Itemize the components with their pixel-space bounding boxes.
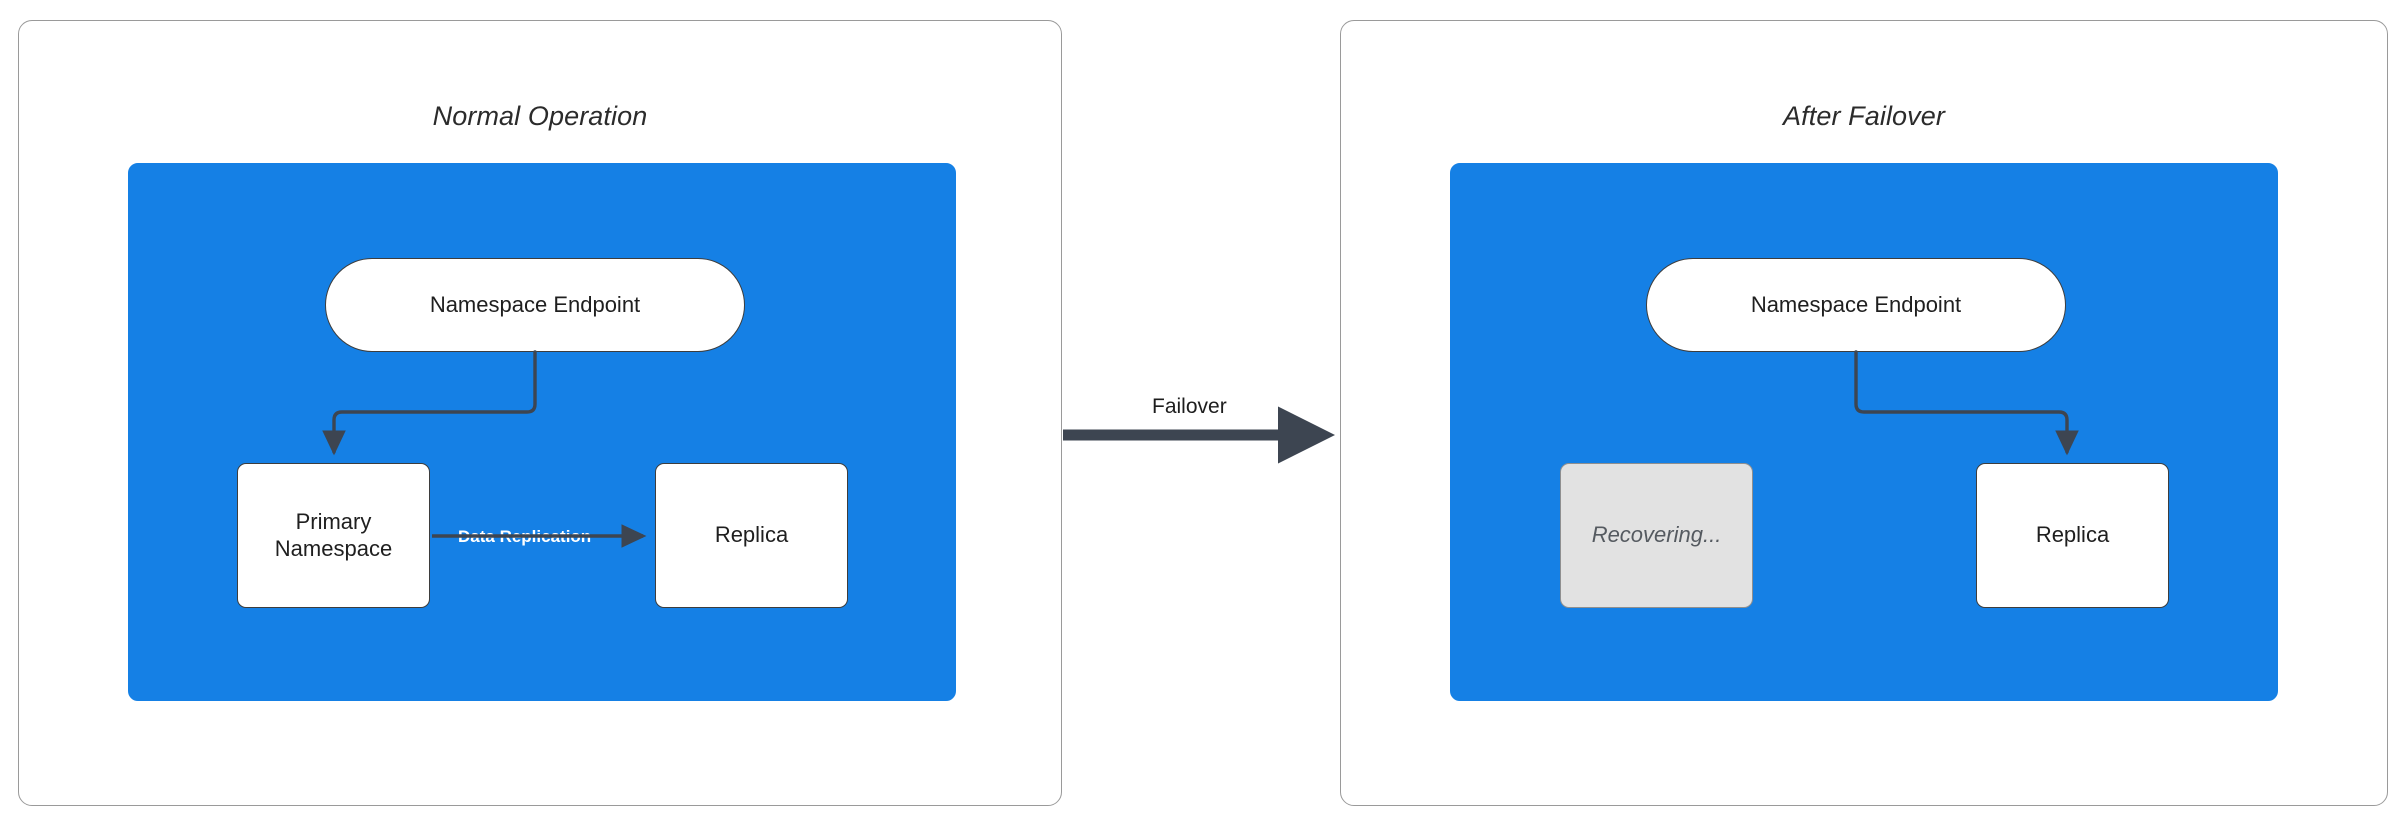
node-label: Recovering... <box>1591 522 1722 548</box>
node-replica-left[interactable]: Replica <box>655 463 848 608</box>
transition-label-failover: Failover <box>1152 395 1227 418</box>
node-label: Replica <box>714 522 789 548</box>
edge-label-data-replication: Data Replication <box>458 527 592 546</box>
node-label-line2: Namespace <box>274 535 393 561</box>
blue-region-after-failover <box>1450 163 2278 701</box>
node-label: Namespace Endpoint <box>1750 291 1962 317</box>
node-namespace-endpoint-right[interactable]: Namespace Endpoint <box>1646 258 2066 352</box>
node-replica-right[interactable]: Replica <box>1976 463 2169 608</box>
node-primary-namespace[interactable]: Primary Namespace <box>237 463 430 608</box>
node-label: Replica <box>2035 522 2110 548</box>
panel-title-normal-operation: Normal Operation <box>432 101 648 131</box>
node-label: Namespace Endpoint <box>429 291 641 317</box>
blue-region-normal-operation <box>128 163 956 701</box>
panel-title-after-failover: After Failover <box>1783 101 1945 131</box>
node-recovering[interactable]: Recovering... <box>1560 463 1753 608</box>
node-label: Primary Namespace <box>275 509 392 563</box>
node-label-line1: Primary <box>295 508 372 534</box>
node-namespace-endpoint-left[interactable]: Namespace Endpoint <box>325 258 745 352</box>
